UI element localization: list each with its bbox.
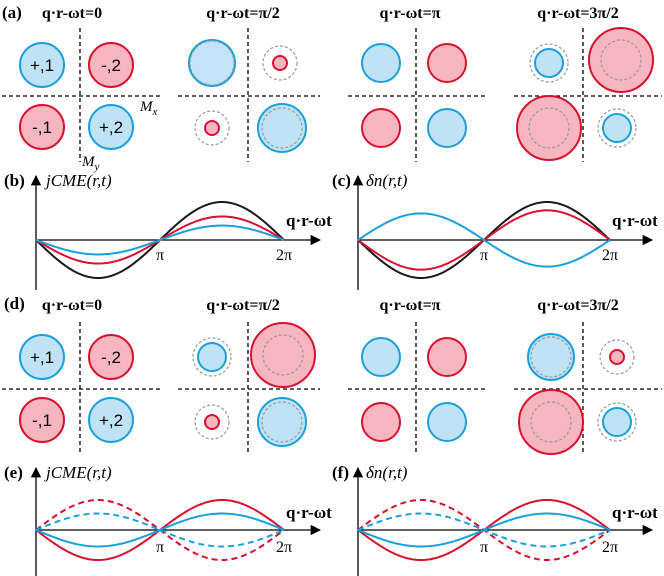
phase-title-a-1: q·r-ωt=π/2: [206, 5, 279, 22]
orbital-red: [516, 95, 582, 161]
orbital-blue: [257, 103, 307, 153]
cell-label: -,1: [32, 118, 52, 137]
plot-b-tick-pi: π: [156, 247, 164, 264]
plot-c-series-blue-solid: [357, 212, 611, 268]
diagram-d-phase-3: [514, 322, 662, 455]
plot-f: [352, 466, 654, 576]
orbital-blue: [361, 337, 401, 377]
plot-e-ylabel: jCME(r,t): [44, 463, 112, 482]
phase-title-d-2: q·r-ωt=π: [380, 297, 441, 314]
plot-f-ylabel: δn(r,t): [366, 463, 408, 482]
orbital-plus-2: [88, 397, 134, 443]
cell-label: +,2: [99, 411, 123, 430]
orbital-minus-2: [88, 334, 134, 380]
plot-e-labels: jCME(r,t) q·r-ωt π 2π: [44, 463, 332, 556]
cell-label: -,1: [32, 411, 52, 430]
plot-b-xlabel: q·r-ωt: [286, 211, 332, 230]
orbital-plus-2: [88, 104, 134, 150]
plot-b-ylabel: jCME(r,t): [44, 171, 112, 190]
plot-b-labels: jCME(r,t) q·r-ωt π 2π: [44, 171, 332, 264]
plot-f-tick-2pi: 2π: [602, 539, 618, 556]
panel-label-d: (d): [4, 294, 25, 313]
plot-c: [352, 174, 654, 290]
cell-label: -,2: [101, 348, 121, 367]
plot-c-xlabel: q·r-ωt: [612, 211, 658, 230]
orbital-blue: [427, 402, 467, 442]
orbital-blue: [427, 108, 467, 148]
plot-e-xlabel: q·r-ωt: [286, 503, 332, 522]
phase-title-a-2: q·r-ωt=π: [380, 5, 441, 22]
orbital-blue: [602, 407, 632, 437]
orbital-red: [518, 389, 584, 455]
plot-b: [30, 174, 322, 290]
plot-f-labels: δn(r,t) q·r-ωt π 2π: [366, 463, 658, 556]
orbital-minus-1: [19, 104, 65, 150]
orbital-blue: [361, 43, 401, 83]
plot-c-ylabel: δn(r,t): [366, 171, 408, 190]
orbital-red: [204, 120, 220, 136]
phase-title-d-0: q·r-ωt=0: [42, 297, 102, 314]
orbital-blue: [257, 397, 307, 447]
orbital-red: [427, 337, 467, 377]
diagram-a-phase-3: [514, 27, 662, 162]
panel-label-c: (c): [332, 171, 351, 190]
panel-label-a: (a): [2, 3, 22, 22]
orbital-red: [361, 402, 401, 442]
orbital-red: [427, 43, 467, 83]
plot-e-tick-2pi: 2π: [276, 539, 292, 556]
plot-c-labels: δn(r,t) q·r-ωt π 2π: [366, 171, 658, 264]
phase-title-d-3: q·r-ωt=3π/2: [537, 297, 618, 314]
orbital-blue: [527, 333, 575, 381]
orbital-minus-2: [88, 42, 134, 88]
orbital-blue: [534, 48, 564, 78]
orbital-blue: [188, 39, 236, 87]
cell-label: +,1: [30, 348, 54, 367]
plot-b-tick-2pi: 2π: [276, 247, 292, 264]
orbital-red: [272, 55, 288, 71]
phase-title-a-0: q·r-ωt=0: [42, 5, 102, 22]
phase-title-d-1: q·r-ωt=π/2: [206, 297, 279, 314]
plot-e: [30, 466, 322, 576]
plot-f-tick-pi: π: [480, 539, 488, 556]
diagram-a-phase-0: +,1 -,2 -,1 +,2 Mx My: [2, 28, 162, 173]
cell-label: -,2: [101, 56, 121, 75]
orbital-red: [609, 349, 625, 365]
panel-label-e: (e): [4, 463, 23, 482]
plot-e-series-blue-solid: [35, 512, 285, 548]
plot-f-series-blue-dashed: [357, 512, 611, 548]
cell-label: +,1: [30, 56, 54, 75]
orbital-plus-1: [19, 334, 65, 380]
orbital-red: [361, 108, 401, 148]
diagram-d-phase-2: [348, 322, 488, 452]
panel-label-b: (b): [4, 171, 25, 190]
diagram-d-phase-1: [178, 322, 320, 452]
orbital-blue: [197, 342, 227, 372]
plot-c-tick-2pi: 2π: [602, 247, 618, 264]
plot-b-series-blue-solid: [35, 224, 285, 256]
orbital-red: [250, 322, 316, 388]
orbital-blue: [602, 113, 632, 143]
plot-e-tick-pi: π: [156, 539, 164, 556]
cell-label: +,2: [99, 118, 123, 137]
diagram-a-phase-2: [348, 28, 488, 162]
plot-e-series-blue-dashed: [35, 512, 285, 548]
diagram-d-phase-0: +,1 -,2 -,1 +,2: [2, 322, 162, 452]
mirror-label-mx: Mx: [139, 99, 158, 118]
plot-f-xlabel: q·r-ωt: [612, 503, 658, 522]
plot-c-tick-pi: π: [480, 247, 488, 264]
panel-label-f: (f): [332, 463, 349, 482]
orbital-plus-1: [19, 42, 65, 88]
orbital-red: [588, 27, 654, 93]
phase-title-a-3: q·r-ωt=3π/2: [537, 5, 618, 22]
orbital-minus-1: [19, 397, 65, 443]
orbital-red: [204, 414, 220, 430]
diagram-a-phase-1: [178, 28, 320, 162]
